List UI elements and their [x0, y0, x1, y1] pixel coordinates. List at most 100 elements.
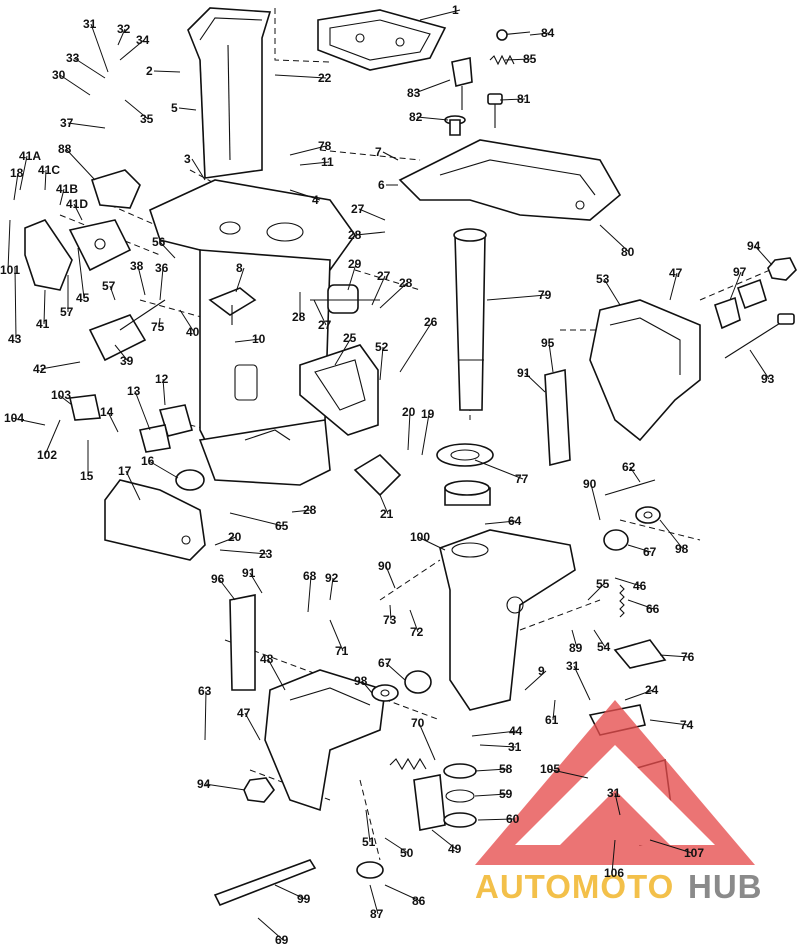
callout-58: 58 — [499, 762, 513, 776]
callout-67: 67 — [643, 545, 657, 559]
leader-line — [431, 829, 457, 850]
leader-line — [73, 203, 83, 221]
callout-27: 27 — [351, 202, 365, 216]
leader-line — [614, 792, 621, 816]
callout-2: 2 — [146, 64, 153, 78]
callout-22: 22 — [318, 71, 332, 85]
leader-line — [257, 917, 284, 941]
leader-line — [627, 544, 652, 553]
leader-line — [358, 208, 386, 221]
callout-95: 95 — [541, 336, 555, 350]
callout-labels: 1234567891011121314151617181920202122232… — [0, 3, 775, 947]
part-handle-bracket-41 — [24, 219, 132, 291]
part-washer-87 — [356, 861, 384, 879]
callout-17: 17 — [118, 464, 132, 478]
part-bushing-67-low — [404, 670, 432, 694]
callout-34: 34 — [136, 33, 150, 47]
callout-101: 101 — [0, 263, 20, 277]
callout-86: 86 — [412, 894, 426, 908]
callout-31: 31 — [508, 740, 522, 754]
leader-line — [659, 519, 684, 550]
leader-line — [474, 459, 524, 480]
callout-13: 13 — [127, 384, 141, 398]
part-nut-94-top — [767, 257, 797, 281]
callout-98: 98 — [354, 674, 368, 688]
leader-line — [369, 884, 379, 915]
leader-line — [191, 158, 206, 181]
leader-line — [361, 680, 373, 694]
callout-8: 8 — [236, 261, 243, 275]
leader-line — [552, 699, 556, 721]
leader-line — [384, 837, 409, 854]
leader-line — [59, 74, 91, 96]
callout-82: 82 — [409, 110, 423, 124]
leader-line — [385, 565, 396, 589]
callout-62: 62 — [622, 460, 636, 474]
leader-line — [65, 148, 96, 181]
leader-line — [159, 267, 164, 301]
leader-line — [134, 390, 151, 431]
leader-line — [407, 411, 411, 451]
callout-107: 107 — [684, 846, 704, 860]
callout-63: 63 — [198, 684, 212, 698]
leader-line — [40, 361, 81, 370]
leader-line — [218, 578, 236, 601]
part-bearing-77 — [436, 443, 494, 506]
callout-48: 48 — [260, 652, 274, 666]
callout-31: 31 — [607, 786, 621, 800]
callout-83: 83 — [407, 86, 421, 100]
part-plate-21 — [353, 453, 402, 497]
part-steering-bracket-80 — [398, 139, 622, 221]
leader-line — [117, 28, 126, 46]
part-bracket-103 — [69, 394, 101, 421]
part-spring-85 — [489, 54, 515, 66]
callout-88: 88 — [58, 142, 72, 156]
callout-41b: 41B — [56, 182, 78, 196]
callout-21: 21 — [380, 507, 394, 521]
leader-line — [729, 271, 742, 301]
leader-line — [754, 245, 773, 266]
leader-line — [289, 189, 321, 201]
callout-105: 105 — [540, 762, 560, 776]
part-gasket-1 — [317, 9, 447, 71]
callout-103: 103 — [51, 388, 71, 402]
leader-line — [334, 337, 352, 366]
leader-line — [611, 839, 616, 874]
leader-line — [418, 722, 436, 761]
leader-line — [419, 9, 461, 21]
callout-45: 45 — [76, 291, 90, 305]
callout-29: 29 — [348, 257, 362, 271]
leader-line — [153, 70, 181, 73]
leader-line — [44, 419, 61, 456]
callout-78: 78 — [318, 139, 332, 153]
leader-line — [599, 224, 630, 253]
leader-line — [14, 267, 17, 340]
leader-line — [313, 299, 327, 326]
callout-98: 98 — [675, 542, 689, 556]
callout-37: 37 — [60, 116, 74, 130]
leader-line — [416, 116, 449, 121]
leader-line — [414, 79, 451, 94]
callout-27: 27 — [377, 269, 391, 283]
callout-84: 84 — [541, 26, 555, 40]
leader-line — [162, 378, 166, 406]
leader-line — [382, 151, 399, 161]
part-screw-93 — [724, 313, 795, 359]
callout-74: 74 — [680, 718, 694, 732]
callout-90: 90 — [583, 477, 597, 491]
leader-line — [58, 394, 73, 406]
leader-line — [379, 282, 408, 309]
part-adapter-3 — [149, 179, 356, 271]
leader-line — [389, 604, 392, 621]
leader-line — [749, 349, 770, 380]
part-spring-66 — [619, 584, 625, 618]
leader-line — [474, 793, 508, 797]
leader-line — [624, 689, 654, 701]
leader-line — [274, 74, 327, 79]
callout-70: 70 — [411, 716, 425, 730]
brand-automoto: AUTOMOTO — [475, 868, 674, 905]
callout-87: 87 — [370, 907, 384, 921]
leader-line — [524, 670, 547, 691]
leader-line — [603, 278, 621, 306]
